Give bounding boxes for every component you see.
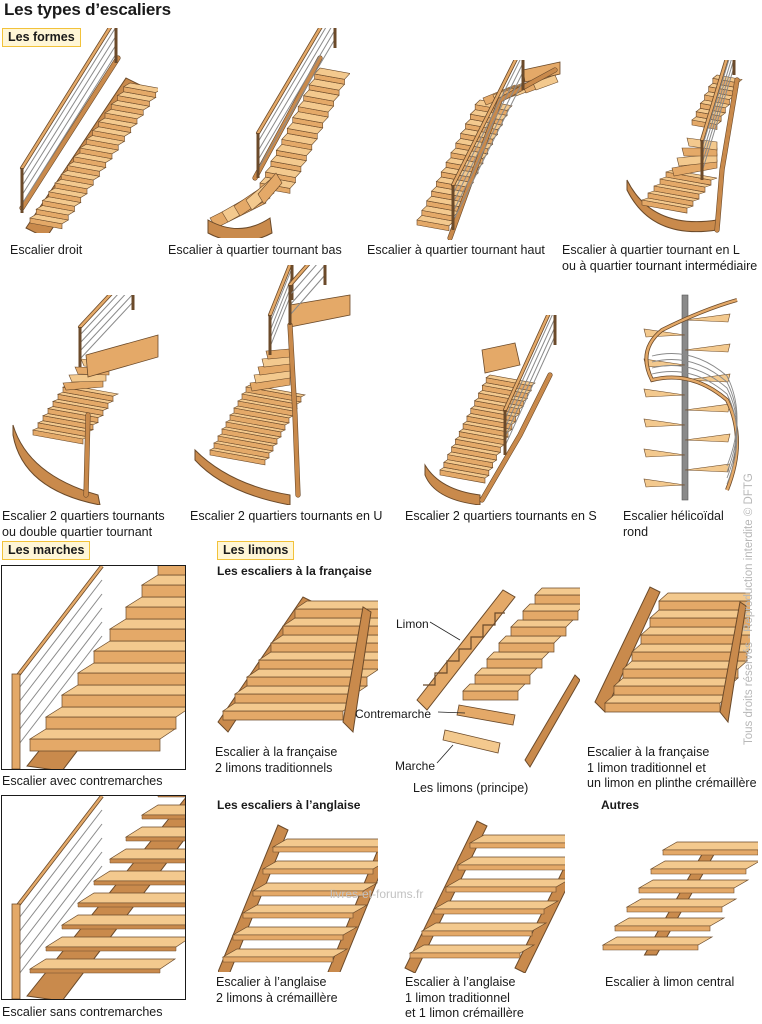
caption-forme-2: Escalier à quartier tournant bas — [168, 243, 342, 257]
stair-francaise-2-limons-figure — [213, 592, 378, 742]
section-tag-limons: Les limons — [217, 541, 295, 560]
subsection-autres: Autres — [601, 798, 640, 812]
stair-u-icon — [194, 265, 351, 505]
caption-forme-3: Escalier à quartier tournant haut — [367, 243, 545, 257]
stair-helical-icon — [643, 294, 739, 501]
stair-s-icon — [424, 315, 557, 505]
stair-quarter-l-figure — [622, 60, 747, 240]
caption-limon-a2: Escalier à l’anglaise 1 limon traditionn… — [405, 975, 524, 1020]
caption-forme-4: Escalier à quartier tournant en L ou à q… — [562, 243, 758, 273]
label-contremarche: Contremarche — [355, 707, 432, 721]
marches-without-risers-box — [1, 795, 186, 1000]
stair-anglaise-mixte-icon — [404, 820, 565, 973]
stair-helical-figure — [632, 290, 747, 505]
caption-marche-1: Escalier avec contremarches — [2, 774, 163, 788]
stair-quarter-bottom-icon — [207, 28, 350, 238]
section-tag-formes: Les formes — [2, 28, 81, 47]
label-limon: Limon — [396, 617, 429, 631]
subsection-anglaise: Les escaliers à l’anglaise — [217, 798, 361, 812]
stair-double-quarter-figure — [8, 295, 168, 505]
caption-limon-f2: Les limons (principe) — [413, 781, 529, 795]
stair-limon-central-icon — [601, 841, 758, 956]
page-title: Les types d’escaliers — [4, 0, 171, 19]
caption-forme-8: Escalier hélicoïdal rond — [623, 509, 724, 539]
stair-with-risers-icon — [11, 566, 185, 769]
caption-limon-f3: Escalier à la française 1 limon traditio… — [587, 745, 757, 790]
stair-limons-principe-icon — [416, 587, 580, 768]
caption-limon-a3: Escalier à limon central — [605, 975, 735, 989]
stair-francaise-2-limons-icon — [217, 596, 378, 734]
caption-forme-6: Escalier 2 quartiers tournants en U — [190, 509, 383, 523]
stair-francaise-plinthe-icon — [594, 586, 750, 724]
stair-straight-icon — [19, 28, 158, 233]
copyright-notice: Tous droits réservés - Reproduction inte… — [743, 473, 755, 745]
stair-francaise-plinthe-figure — [590, 582, 750, 742]
stair-anglaise-mixte-figure — [400, 818, 565, 973]
stair-limon-central-figure — [598, 830, 758, 970]
stair-anglaise-2-cremaillere-icon — [218, 824, 378, 972]
stair-quarter-l-icon — [626, 60, 743, 233]
stair-straight-figure — [8, 28, 158, 233]
stair-s-figure — [420, 315, 565, 505]
stair-quarter-bottom-figure — [200, 28, 350, 238]
marches-with-risers-box — [1, 565, 186, 770]
stair-limons-principe-figure — [405, 585, 580, 775]
stair-anglaise-2-cremaillere-figure — [218, 822, 378, 972]
label-marche: Marche — [395, 759, 436, 773]
stair-quarter-top-figure — [405, 60, 565, 240]
caption-forme-5: Escalier 2 quartiers tournants ou double… — [2, 509, 165, 539]
stair-quarter-top-icon — [416, 60, 561, 240]
watermark-text: livres-et-forums.fr — [330, 887, 424, 901]
subsection-francaise: Les escaliers à la française — [217, 564, 372, 578]
stair-double-quarter-icon — [12, 295, 159, 505]
section-tag-marches: Les marches — [2, 541, 91, 560]
caption-marche-2: Escalier sans contremarches — [2, 1005, 163, 1019]
stair-u-figure — [190, 265, 355, 505]
caption-limon-a1: Escalier à l’anglaise 2 limons à crémail… — [216, 975, 338, 1005]
caption-forme-1: Escalier droit — [10, 243, 83, 257]
caption-forme-7: Escalier 2 quartiers tournants en S — [405, 509, 597, 523]
stair-without-risers-icon — [11, 796, 185, 999]
caption-limon-f1: Escalier à la française 2 limons traditi… — [215, 745, 338, 775]
